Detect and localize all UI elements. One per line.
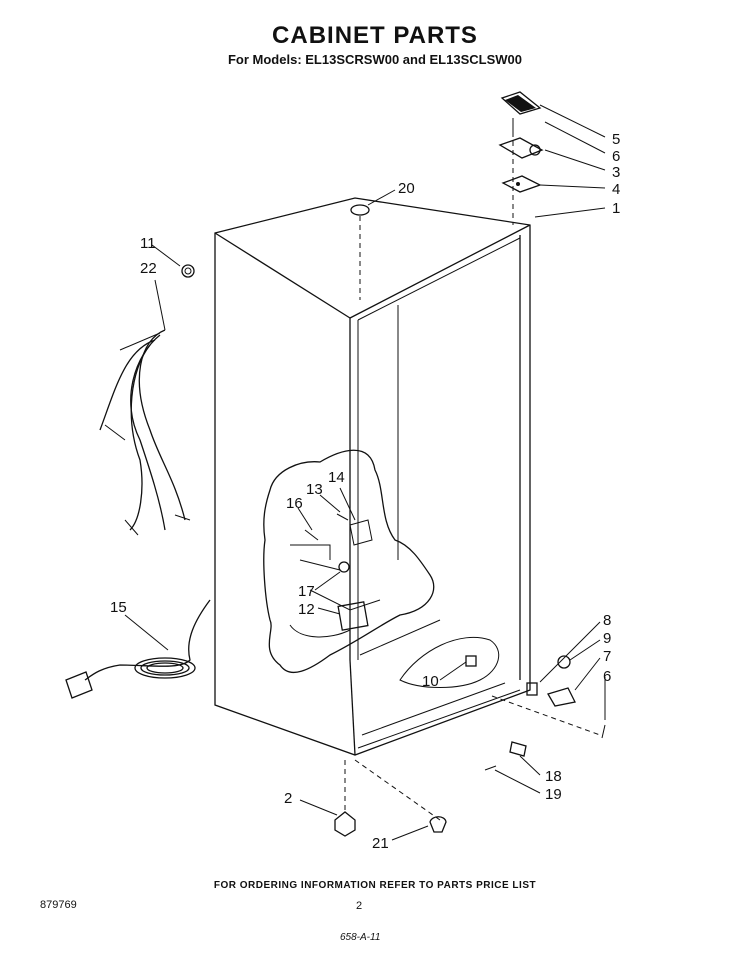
callout-17: 17 [298, 583, 315, 600]
callout-7: 7 [603, 648, 611, 665]
leader-lines [124, 104, 606, 841]
document-number: 879769 [40, 899, 77, 911]
plug-part [350, 204, 370, 300]
power-cord [65, 599, 211, 699]
callout-20: 20 [398, 180, 415, 197]
page-title: CABINET PARTS [272, 22, 478, 49]
cutaway-section [263, 449, 500, 688]
callout-14: 14 [328, 469, 345, 486]
callout-21: 21 [372, 835, 389, 852]
callout-4: 4 [612, 181, 620, 198]
callout-15: 15 [110, 599, 127, 616]
callout-5: 5 [612, 131, 620, 148]
callout-13: 13 [306, 481, 323, 498]
callout-9: 9 [603, 630, 611, 647]
callout-labels: 5 6 3 4 1 20 11 22 15 16 13 14 17 12 10 … [110, 131, 620, 852]
grommet-part [181, 264, 195, 278]
callout-6-bottom: 6 [603, 668, 611, 685]
ordering-note: FOR ORDERING INFORMATION REFER TO PARTS … [213, 880, 537, 891]
callout-10: 10 [422, 673, 439, 690]
callout-16: 16 [286, 495, 303, 512]
callout-6-top: 6 [612, 148, 620, 165]
callout-19: 19 [545, 786, 562, 803]
callout-2: 2 [284, 790, 292, 807]
callout-11: 11 [140, 235, 156, 252]
page-subtitle: For Models: EL13SCRSW00 and EL13SCLSW00 [227, 52, 522, 67]
callout-1: 1 [612, 200, 620, 217]
callout-18: 18 [545, 768, 562, 785]
page-number: 2 [356, 900, 363, 912]
callout-12: 12 [298, 601, 315, 618]
cabinet-outline [214, 197, 531, 756]
leveling-legs [334, 760, 447, 837]
callout-22: 22 [140, 260, 157, 277]
bottom-hinge-parts [354, 655, 606, 821]
diagram-code: 658-A-11 [340, 932, 381, 943]
callout-3: 3 [612, 164, 620, 181]
top-hinge-parts [498, 91, 544, 225]
wiring-harness [99, 329, 191, 536]
interior-parts [304, 513, 477, 667]
callout-8: 8 [603, 612, 611, 629]
